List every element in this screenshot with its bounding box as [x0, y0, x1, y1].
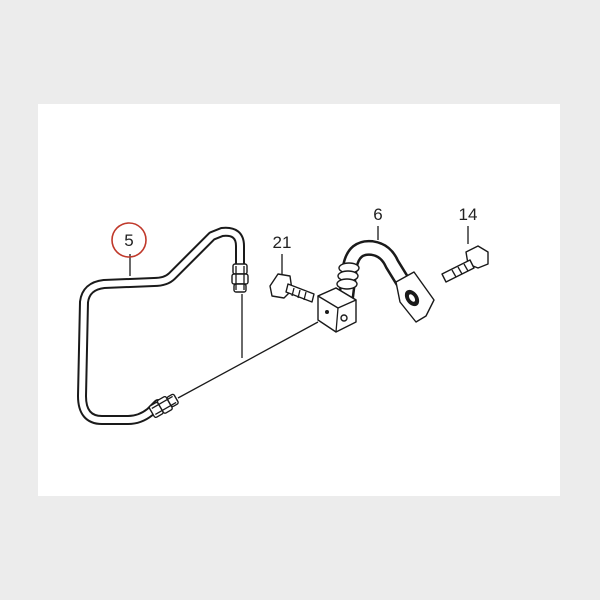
callout-21-label: 21 — [273, 233, 292, 252]
callout-14-label: 14 — [459, 205, 478, 224]
diagram-panel — [38, 104, 560, 496]
callout-21[interactable]: 21 — [273, 233, 292, 252]
hose-flange — [395, 271, 435, 323]
pipe-top-fitting — [231, 263, 249, 293]
hose-body-fill — [340, 242, 414, 304]
hose-part-6 — [317, 239, 435, 333]
bolt-part-14 — [441, 245, 489, 283]
callout-6-label: 6 — [373, 205, 382, 224]
bolt-part-21 — [269, 273, 315, 303]
joint-block — [317, 287, 357, 333]
pipe-body-fill — [79, 228, 243, 423]
hose-collar — [336, 262, 360, 290]
pipe-body-outline — [77, 226, 245, 425]
pipe-bottom-fitting — [148, 393, 179, 419]
callout-5-highlight-ring — [111, 222, 147, 258]
callout-5-label: 5 — [124, 231, 133, 250]
pipe-part-5 — [77, 226, 249, 425]
callout-5[interactable]: 5 — [111, 222, 147, 258]
leader-lines — [129, 226, 469, 399]
callout-14[interactable]: 14 — [459, 205, 478, 224]
callout-6[interactable]: 6 — [373, 205, 382, 224]
